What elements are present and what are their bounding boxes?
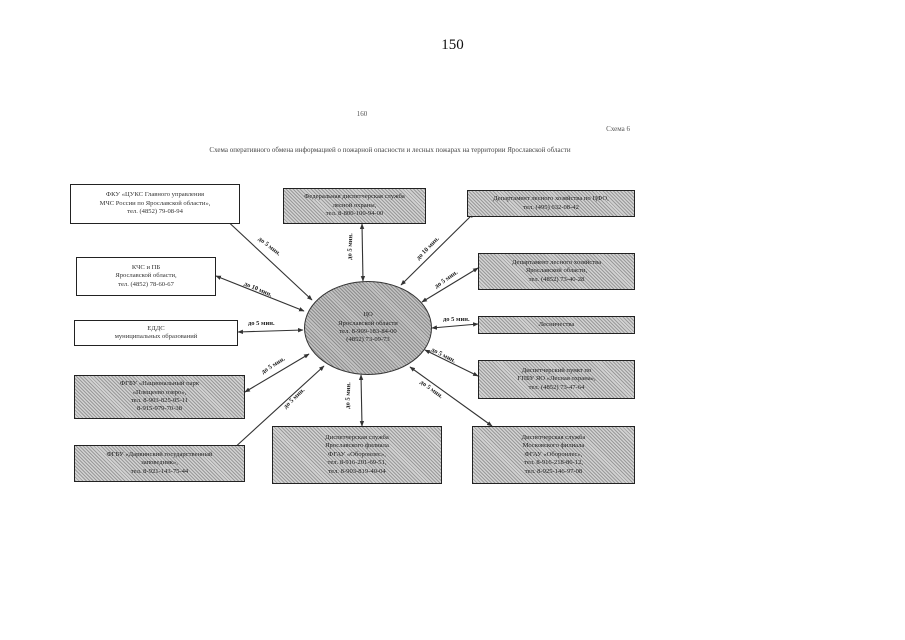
node-forestries: Лесничества [478,316,635,334]
node-federal-dispatch: Федеральная диспетчерская служба лесной … [283,188,426,224]
inner-page-number: 160 [356,110,368,118]
time-label-fed: до 5 мин. [346,233,355,260]
connector-edds [237,327,304,335]
node-oboronles-yaroslavl: Диспетчерская служба Ярославского филиал… [272,426,442,484]
connector-lesnich [431,322,479,330]
node-national-park: ФГБУ «Национальный парк «Плещеево озеро»… [74,375,245,419]
diagram-title: Схема оперативного обмена информацией о … [209,146,571,154]
connector-fed [359,223,366,282]
node-darwin-reserve: ФГБУ «Дарвинский государственный заповед… [74,445,245,482]
node-edds: ЕДДС муниципальных образований [74,320,238,346]
node-oboronles-moscow: Диспетчерская служба Московского филиала… [472,426,635,484]
connector-fku [221,215,313,301]
hub-center-ellipse: ЦО Ярославской области тел. 8-909-183-84… [304,281,432,375]
time-label-lesnich: до 5 мин. [443,316,470,323]
node-forest-guard-dispatch: Диспетчерский пункт по ГПБУ ЯО «Лесная о… [478,360,635,399]
connector-dep-yar [421,267,479,303]
node-fku-cuks: ФКУ «ЦУКС Главного управления МЧС России… [70,184,240,224]
connector-disp-south [358,374,365,427]
connector-zapoved [231,365,325,451]
time-label-edds: до 5 мин. [248,320,275,327]
page-number: 150 [441,37,464,53]
connector-kchs [215,275,305,312]
connector-disp-east [409,366,493,427]
node-kchs-pb: КЧС и ПБ Ярославской области, тел. (4852… [76,257,216,296]
connector-mchs-cfo [400,212,475,286]
node-forestry-yaroslavl: Департамент лесного хозяйства Ярославско… [478,253,635,290]
time-label-disp-south: до 5 мин. [344,382,353,409]
scheme-label: Схема 6 [606,125,630,133]
node-forestry-cfo: Департамент лесного хозяйства по ЦФО, те… [467,190,635,217]
